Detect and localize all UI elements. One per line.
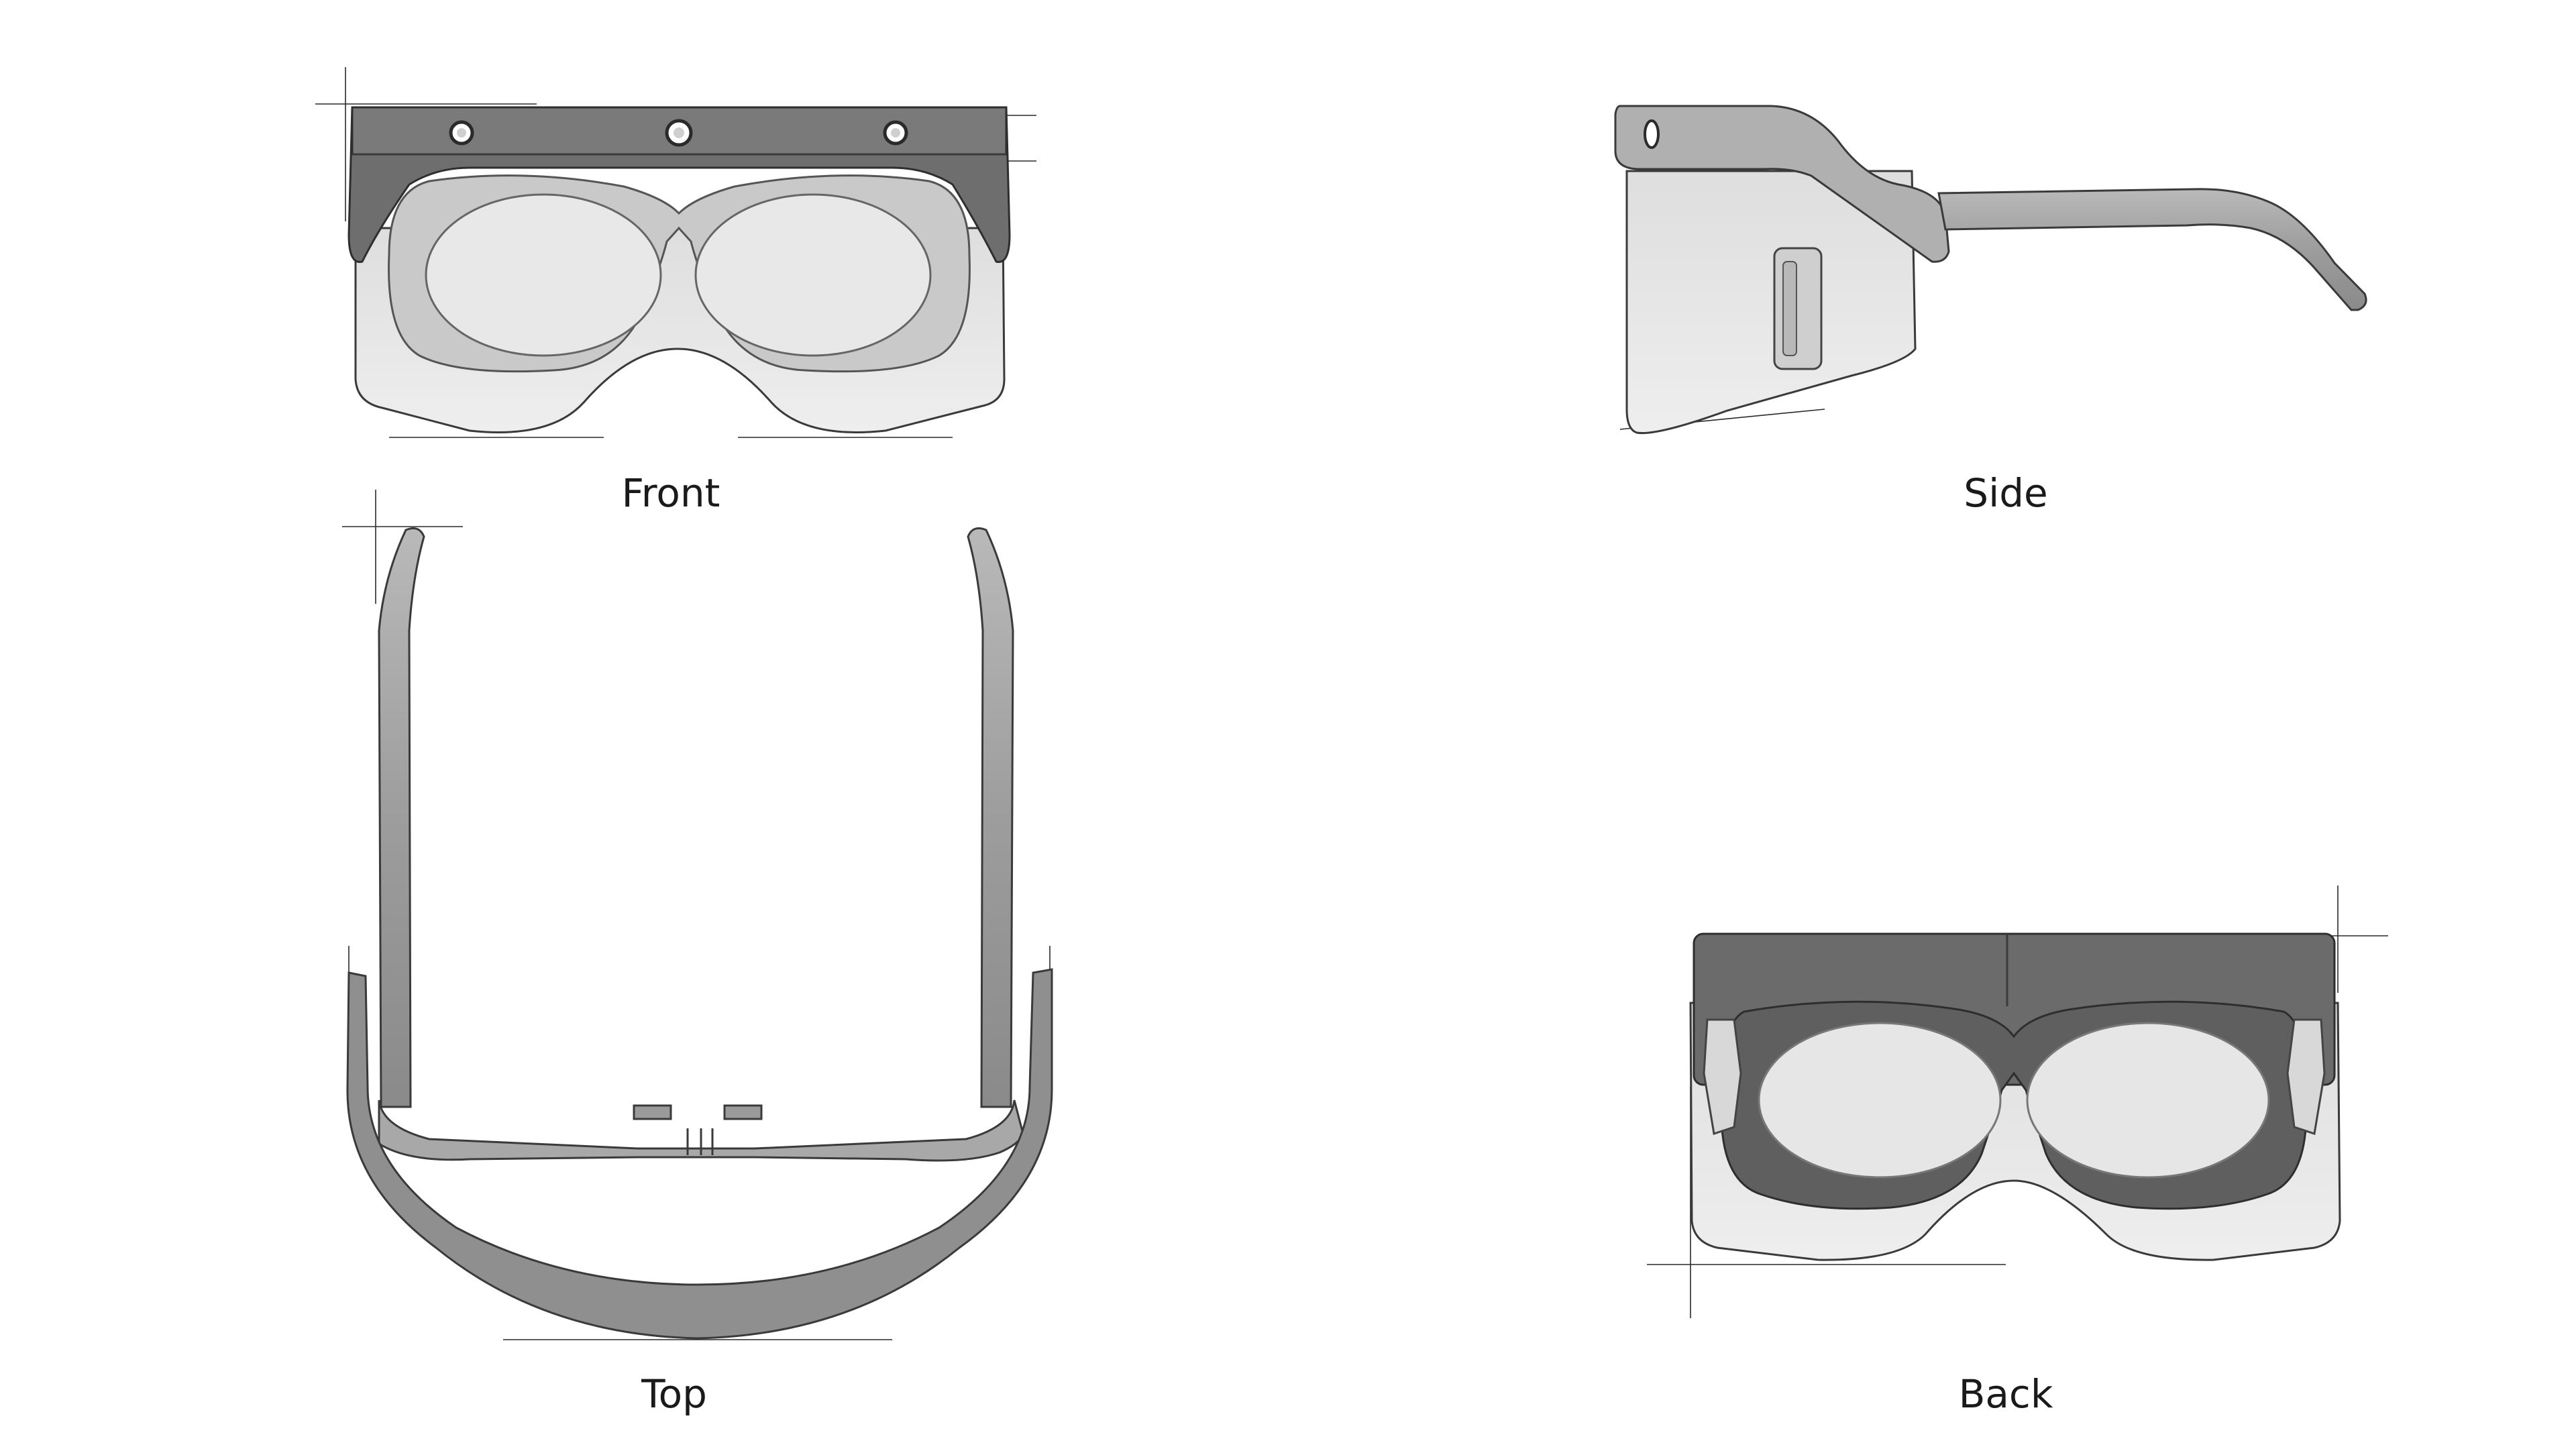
side-label: Side <box>1964 470 2047 516</box>
top-visor <box>346 968 1053 1340</box>
back-left-lens <box>1758 1022 2002 1179</box>
back-view: Back <box>1647 885 2388 1417</box>
hinge-icon <box>633 1104 763 1155</box>
sensor-icon <box>449 119 908 147</box>
top-right-arm <box>967 527 1014 1108</box>
side-shield <box>1625 170 1917 435</box>
side-view: Side <box>1614 105 2367 516</box>
top-label: Top <box>641 1371 707 1417</box>
side-hinge <box>1773 247 1823 370</box>
top-left-arm <box>378 527 425 1108</box>
sensor-icon <box>1644 119 1660 149</box>
right-lens <box>694 193 932 357</box>
hinge-icon <box>1703 1018 2326 1135</box>
back-right-lens <box>2026 1022 2270 1179</box>
top-view: Top <box>342 490 1053 1417</box>
hinge-icon <box>1782 261 1797 356</box>
left-lens <box>425 193 662 357</box>
front-label: Front <box>622 470 720 516</box>
front-view: Front <box>315 67 1036 516</box>
construction-lines <box>342 490 1051 1340</box>
top-front-bar <box>378 1099 1024 1162</box>
side-band <box>1614 105 1950 263</box>
side-temple-arm <box>1937 188 2367 311</box>
back-label: Back <box>1959 1371 2053 1417</box>
